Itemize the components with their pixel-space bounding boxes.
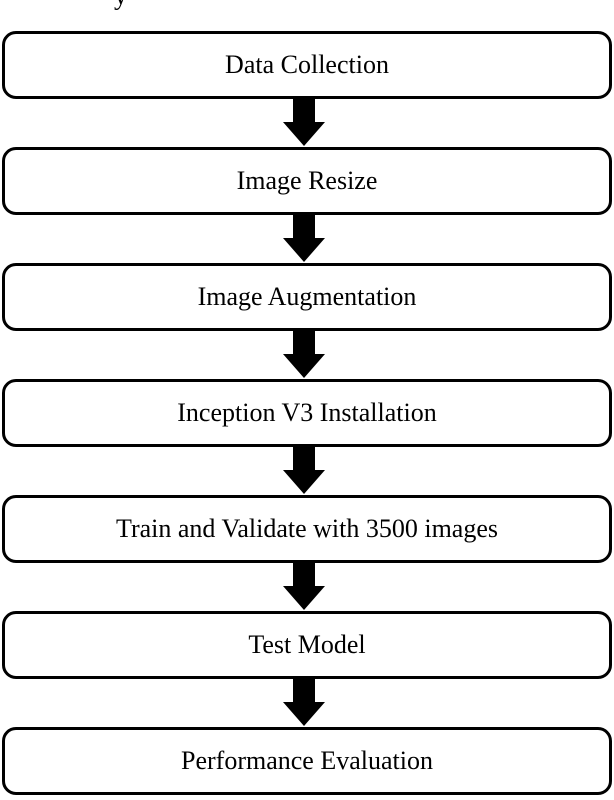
- flow-step-label: Inception V3 Installation: [177, 398, 437, 427]
- flow-step-test-model: Test Model: [2, 611, 612, 679]
- down-arrow-icon: [283, 215, 325, 262]
- flow-step-image-augmentation: Image Augmentation: [2, 263, 612, 331]
- flow-step-label: Performance Evaluation: [181, 746, 433, 775]
- flow-step-data-collection: Data Collection: [2, 31, 612, 99]
- flow-step-inception-v3-installation: Inception V3 Installation: [2, 379, 612, 447]
- down-arrow-icon: [283, 331, 325, 378]
- flow-step-label: Train and Validate with 3500 images: [115, 514, 498, 543]
- flow-step-train-and-validate: Train and Validate with 3500 images: [2, 495, 612, 563]
- flow-step-label: Test Model: [248, 630, 366, 659]
- flow-step-performance-evaluation: Performance Evaluation: [2, 727, 612, 795]
- flow-step-image-resize: Image Resize: [2, 147, 612, 215]
- flow-step-label: Image Resize: [236, 166, 378, 195]
- cropped-text-fragment: y: [114, 0, 128, 11]
- down-arrow-icon: [283, 447, 325, 494]
- down-arrow-icon: [283, 679, 325, 726]
- flow-step-label: Image Augmentation: [197, 282, 417, 311]
- down-arrow-icon: [283, 99, 325, 146]
- flow-step-label: Data Collection: [225, 50, 389, 79]
- down-arrow-icon: [283, 563, 325, 610]
